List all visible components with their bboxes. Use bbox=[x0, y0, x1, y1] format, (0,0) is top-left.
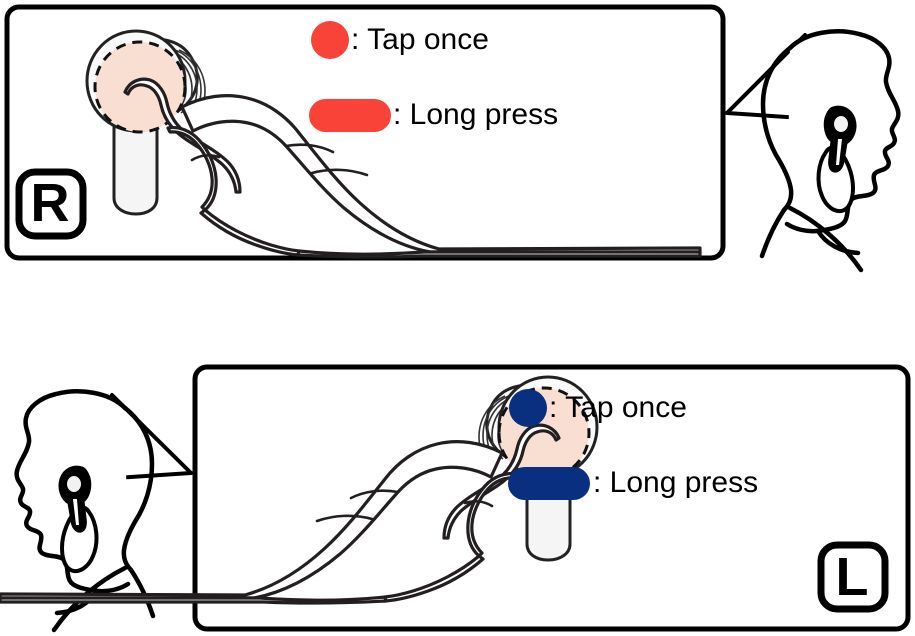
shoulder-line-right bbox=[759, 207, 787, 259]
middle-finger-right bbox=[166, 125, 218, 212]
legend-marker-tap-left bbox=[509, 389, 547, 427]
badge-right-frame bbox=[15, 168, 87, 240]
legend-marker-long-left bbox=[508, 467, 590, 500]
knuckle-crease-1-right bbox=[284, 143, 335, 154]
index-finger-left bbox=[442, 423, 561, 540]
legend-label-tap-once-left: : Tap once bbox=[549, 391, 687, 424]
legend-label-long-press-right: : Long press bbox=[393, 98, 559, 131]
neck-outline-left bbox=[121, 405, 155, 573]
panel-right bbox=[4, 4, 726, 261]
legend-marker-long-right bbox=[309, 99, 391, 132]
knuckle-crease-2-left bbox=[315, 514, 374, 523]
finger-crease-right bbox=[190, 154, 221, 162]
head-figure-right bbox=[725, 29, 901, 273]
shoulder-curve-right bbox=[787, 205, 864, 273]
hand-illustration-left bbox=[0, 423, 561, 605]
earbud-stem-shine-right bbox=[836, 139, 842, 165]
earbud-highlight-left bbox=[67, 476, 81, 492]
head-figure-left bbox=[14, 389, 193, 633]
shoulder-line-left bbox=[128, 567, 156, 619]
wrist-outline-left bbox=[0, 595, 388, 605]
neck-outline-right bbox=[760, 45, 794, 213]
hand-back-left bbox=[0, 440, 504, 600]
legend-marker-tap-right bbox=[311, 21, 349, 59]
finger-crease-left bbox=[463, 500, 494, 508]
panel-left bbox=[0, 364, 911, 632]
legend-label-tap-once-right: : Tap once bbox=[351, 23, 489, 56]
index-finger-right bbox=[123, 77, 242, 194]
earbud-highlight-right bbox=[834, 116, 848, 132]
side-badge-label-right: R bbox=[30, 173, 70, 233]
earbud-touch-dashed-ring-right bbox=[93, 40, 187, 134]
hand-back-right bbox=[180, 94, 702, 254]
side-badge-label-left: L bbox=[835, 547, 869, 607]
earbud-stem-shine-left bbox=[73, 499, 79, 525]
badge-left-frame bbox=[817, 541, 889, 613]
jaw-line-right bbox=[815, 228, 861, 256]
knuckle-crease-2-right bbox=[310, 168, 369, 177]
knuckle-crease-1-left bbox=[349, 489, 400, 500]
wrist-outline-right bbox=[296, 249, 702, 259]
hand-illustration-right bbox=[123, 77, 702, 259]
legend-label-long-press-left: : Long press bbox=[593, 466, 759, 499]
middle-finger-left bbox=[466, 471, 518, 558]
